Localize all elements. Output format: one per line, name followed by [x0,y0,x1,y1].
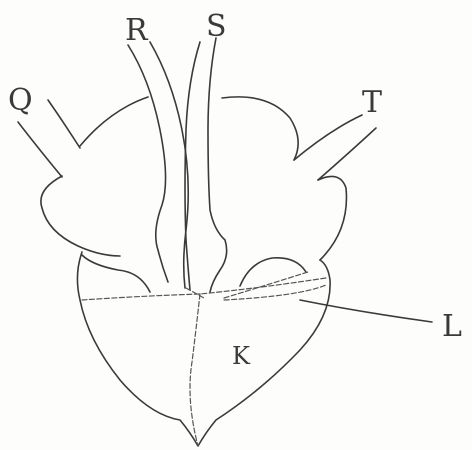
vessel-t [294,115,376,180]
ventricle [77,252,330,446]
vessel-r [128,42,188,288]
label-l: L [442,309,462,344]
septum-lines [82,272,326,446]
pointer-l [300,300,432,322]
label-q: Q [8,83,33,118]
label-k: K [232,342,251,370]
right-atrium [222,97,346,286]
vessel-s [185,38,227,292]
label-r: R [125,13,149,48]
label-t: T [362,85,382,120]
left-atrium [41,97,150,292]
label-s: S [206,9,227,44]
